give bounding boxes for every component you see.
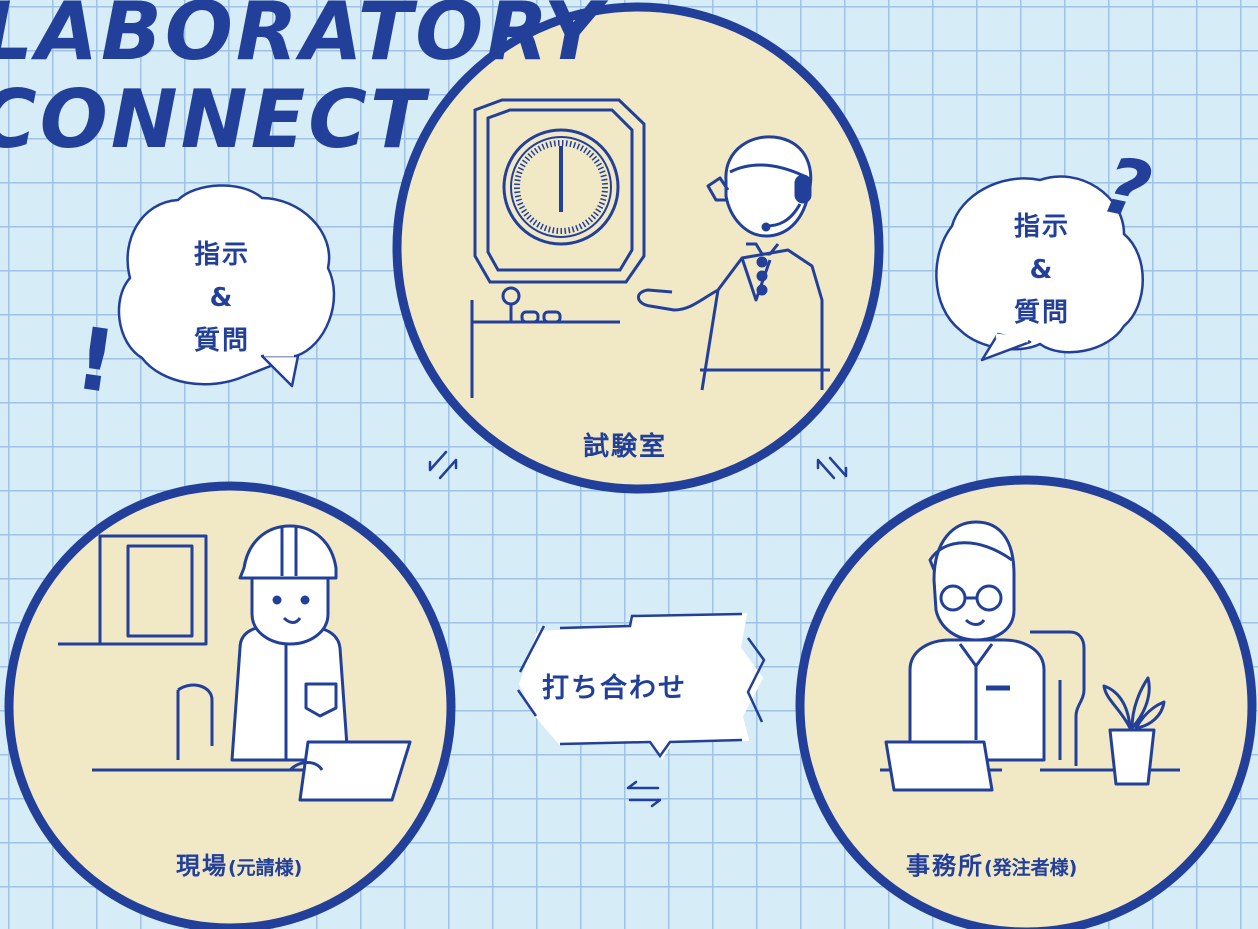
desk-lamp-icon [1030,630,1180,772]
site-circle [4,481,456,929]
office-label-sub: (発注者様) [984,857,1078,879]
worker-helmet-icon [58,524,412,802]
arrows-icon [428,450,848,808]
thought-bubble-left [117,184,336,388]
site-label: 現場(元請様) [176,846,302,881]
meeting-label: 打ち合わせ [542,673,687,704]
lab-circle [392,2,884,494]
title-line-2: CONNECT [0,73,428,166]
title-line-1: LABORATORY [0,0,605,78]
office-label-main: 事務所 [906,852,984,880]
thought-bubble-right [935,175,1144,362]
office-circle [795,475,1257,929]
plant-icon [1102,676,1166,786]
right-bubble-text: 指示 & 質問 [1013,212,1070,328]
operator-headset-icon [637,135,830,391]
lab-label: 試験室 [583,432,668,462]
left-bubble-text: 指示 & 質問 [193,240,250,356]
meeting-bubble [516,612,766,760]
site-label-sub: (元請様) [228,857,303,879]
site-label-main: 現場 [176,852,228,880]
manager-glasses-icon [880,520,1046,792]
clock-gauge-icon [470,98,646,398]
office-label: 事務所(発注者様) [906,846,1077,881]
